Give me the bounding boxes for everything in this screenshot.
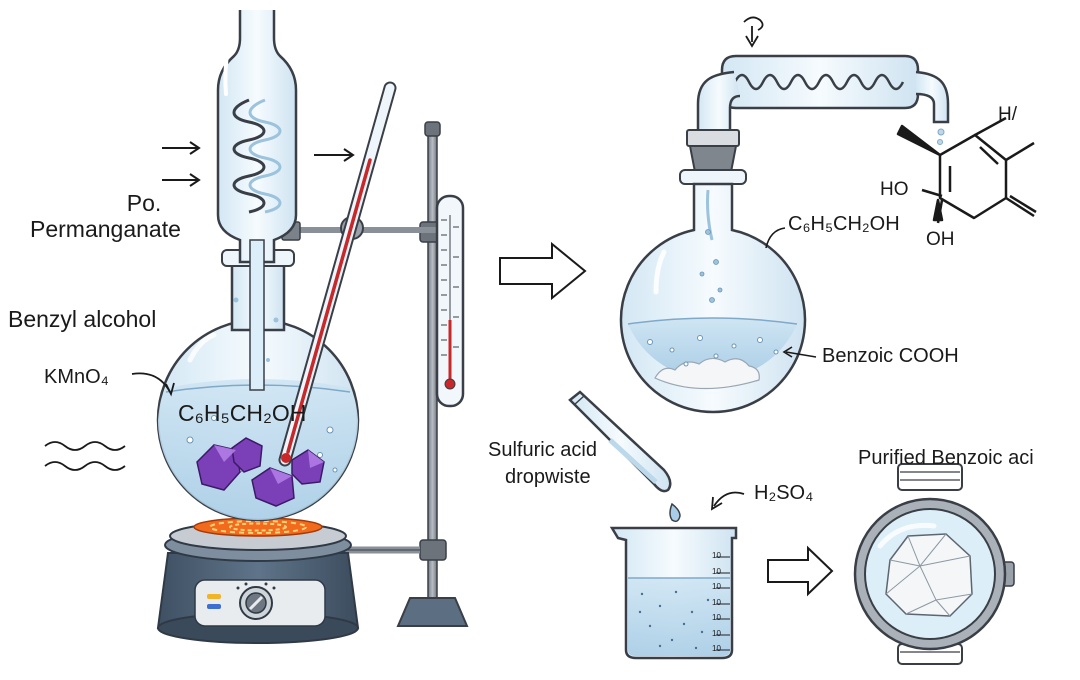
hollow-arrow-icon — [499, 241, 587, 301]
collection-flask-icon — [619, 129, 807, 414]
h2so4-pointer — [710, 491, 745, 511]
collect-formula-label: C₆H₅CH₂OH — [788, 213, 900, 235]
h2so4-label: H₂SO₄ — [754, 482, 814, 504]
beaker-scale-mark: 10 — [712, 598, 721, 607]
benzoic-pointer — [782, 346, 817, 358]
h-top-label: H/ — [998, 104, 1017, 125]
dropper-icon — [568, 390, 681, 523]
ho-label: HO — [880, 179, 909, 200]
wall-thermometer-icon — [435, 194, 465, 408]
benzyl-alcohol-label: Benzyl alcohol — [8, 306, 157, 332]
beaker-scale-mark: 10 — [712, 644, 721, 653]
oh-label: OH — [926, 229, 955, 250]
collect-formula-pointer — [765, 227, 786, 249]
sulfuric-label-line2: dropwiste — [505, 466, 591, 488]
kmno4-label: KMnO₄ — [44, 366, 109, 388]
thermometer-icon — [278, 81, 397, 467]
top-condenser-icon — [696, 16, 950, 145]
flask-formula-label: C₆H₅CH₂OH — [178, 400, 307, 426]
purified-label: Purified Benzoic aci — [858, 447, 1034, 469]
hollow-arrow-icon-2 — [767, 545, 834, 597]
potassium-label-line1: Po. — [126, 190, 162, 216]
potassium-label-line2: Permanganate — [30, 216, 181, 242]
watch-glass-icon — [853, 463, 1015, 665]
beaker-scale-mark: 10 — [712, 613, 721, 622]
beaker-scale-mark: 10 — [712, 551, 721, 560]
beaker-scale-mark: 10 — [712, 629, 721, 638]
condenser-icon — [216, 10, 298, 391]
benzoic-cooh-label: Benzoic COOH — [822, 345, 959, 367]
benzene-ring-icon — [896, 116, 1037, 224]
sulfuric-label-line1: Sulfuric acid — [488, 439, 597, 461]
flow-arrows — [162, 141, 355, 187]
beaker-scale-mark: 10 — [712, 582, 721, 591]
heat-wave-icon — [44, 441, 126, 471]
hot-plate-icon — [156, 517, 360, 644]
beaker-scale-mark: 10 — [712, 567, 721, 576]
beaker-icon — [609, 526, 738, 660]
